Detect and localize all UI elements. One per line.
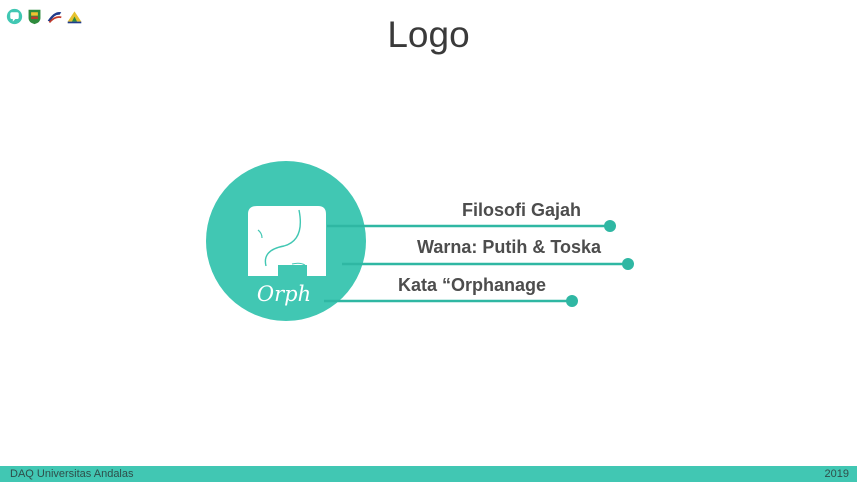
point-filosofi-gajah: Filosofi Gajah — [462, 200, 582, 220]
footer-year: 2019 — [824, 468, 849, 480]
elephant-icon — [248, 206, 326, 276]
footer-institution: DAQ Universitas Andalas — [10, 468, 134, 480]
point-kata-orphanage: Kata “Orphanage — [398, 275, 547, 295]
footer-bar: DAQ Universitas Andalas 2019 — [0, 466, 857, 482]
point-warna: Warna: Putih & Toska — [417, 237, 602, 257]
header-logos — [6, 8, 83, 25]
swoosh-emblem-icon — [47, 12, 62, 24]
callout-dot-1 — [604, 220, 616, 232]
callout-dot-2 — [622, 258, 634, 270]
callout-dot-3 — [566, 295, 578, 307]
callout-lines — [324, 220, 634, 307]
chat-bubble-icon — [6, 8, 23, 25]
logo-wordmark: Orph — [257, 282, 311, 306]
page-title: Logo — [387, 14, 470, 55]
university-crest-icon — [28, 9, 41, 25]
tent-emblem-icon — [67, 11, 82, 24]
